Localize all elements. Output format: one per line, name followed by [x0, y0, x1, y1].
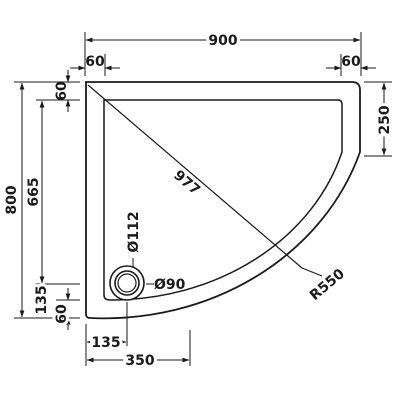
waste-dimensions: Ø112 Ø90 — [126, 211, 186, 293]
dim-left-60-top-label: 60 — [54, 81, 70, 101]
bottom-dimensions: 135 350 — [85, 302, 191, 372]
dim-top-left-60-label: 60 — [85, 54, 105, 70]
diagonal-line — [87, 84, 303, 269]
right-dimension: 250 — [364, 81, 396, 157]
waste-inner-diameter-label: Ø90 — [154, 277, 186, 293]
dim-800-label: 800 — [4, 185, 20, 214]
waste-outer-diameter-label: Ø112 — [126, 211, 142, 252]
dim-bottom-350-label: 350 — [125, 353, 154, 369]
dim-665-label: 665 — [26, 177, 42, 206]
dim-bottom-135-label: 135 — [91, 335, 120, 351]
waste-outlet — [109, 265, 145, 301]
dim-left-60-bottom-label: 60 — [54, 304, 70, 324]
left-dimensions: 800 665 60 135 60 — [1, 70, 80, 330]
dim-left-135-label: 135 — [34, 285, 50, 314]
dim-900-label: 900 — [208, 33, 237, 49]
waste-grate — [117, 273, 137, 293]
tray-outline — [85, 81, 361, 320]
top-dimensions: 900 60 60 — [70, 30, 376, 76]
dim-250-label: 250 — [377, 105, 393, 134]
diagonal-label: 977 — [170, 167, 203, 198]
radius-leader — [301, 267, 323, 277]
tray-outer-edge — [85, 81, 361, 320]
dim-top-right-60-label: 60 — [341, 54, 361, 70]
tray-inner-edge — [103, 99, 343, 301]
radius-label: R550 — [307, 266, 348, 304]
